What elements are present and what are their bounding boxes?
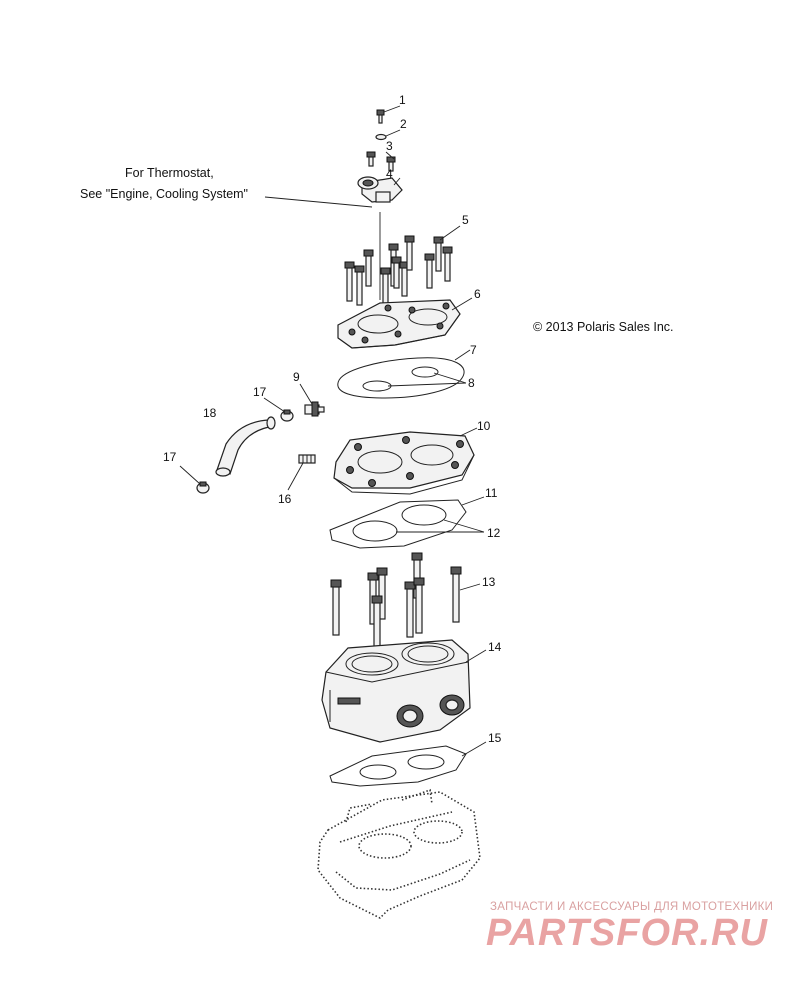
callout-9: 9 [293, 370, 300, 384]
callout-15: 15 [488, 731, 502, 745]
callout-17-upper: 17 [253, 385, 267, 399]
part-13-cylinder-studs [330, 552, 462, 648]
callout-18: 18 [203, 406, 217, 420]
part-5-head-bolts [344, 235, 453, 306]
callout-14: 14 [488, 640, 502, 654]
part-1-screw [376, 109, 385, 124]
thermostat-note-line1: For Thermostat, [125, 166, 214, 180]
part-16-nipple-fitting [298, 454, 316, 464]
part-4-thermostat-housing [357, 176, 403, 203]
part-11-head-gasket [329, 499, 467, 549]
callout-16: 16 [278, 492, 292, 506]
callout-leader-lines [179, 105, 487, 757]
base-gasket-bore-right [407, 754, 445, 770]
part-8-o-ring-right [411, 366, 439, 378]
callout-17-lower: 17 [163, 450, 177, 464]
part-12-seal-right [401, 504, 447, 526]
part-14-cylinder-block [321, 639, 471, 743]
callout-4: 4 [386, 167, 393, 181]
copyright-text: © 2013 Polaris Sales Inc. [533, 320, 674, 334]
hose-end-lower [215, 467, 231, 477]
part-17-clamp-lower [196, 481, 210, 494]
callout-6: 6 [474, 287, 481, 301]
hose-end-upper [266, 416, 276, 430]
part-3-bolts [366, 151, 396, 172]
part-10-cylinder-head [333, 431, 475, 495]
callout-8: 8 [468, 376, 475, 390]
part-9-elbow-fitting [304, 401, 325, 417]
part-7-seal [337, 357, 465, 399]
callout-10: 10 [477, 419, 491, 433]
part-2-washer [375, 133, 387, 141]
part-15-base-gasket [329, 745, 467, 787]
part-6-head-cover [337, 299, 461, 349]
callout-2: 2 [400, 117, 407, 131]
part-12-seal-left [352, 520, 398, 542]
base-gasket-bore-left [359, 764, 397, 780]
part-8-o-ring-left [362, 380, 392, 392]
callout-5: 5 [462, 213, 469, 227]
callout-numbers: 1 2 3 4 5 6 7 8 9 10 11 12 13 14 15 16 1… [163, 93, 502, 745]
callout-3: 3 [386, 139, 393, 153]
part-18-hose [216, 419, 276, 475]
thermostat-note-line2: See "Engine, Cooling System" [80, 187, 248, 201]
part-17-clamp-upper [280, 409, 294, 422]
callout-1: 1 [399, 93, 406, 107]
watermark-logo: PARTSFOR.RU [486, 912, 768, 954]
callout-11: 11 [485, 486, 498, 500]
watermark-tagline: ЗАПЧАСТИ И АКСЕССУАРЫ ДЛЯ МОТОТЕХНИКИ [490, 901, 774, 913]
callout-13: 13 [482, 575, 496, 589]
callout-7: 7 [470, 343, 477, 357]
callout-12: 12 [487, 526, 501, 540]
crankcase-reference-outline [317, 788, 481, 919]
note-leader [264, 196, 373, 208]
